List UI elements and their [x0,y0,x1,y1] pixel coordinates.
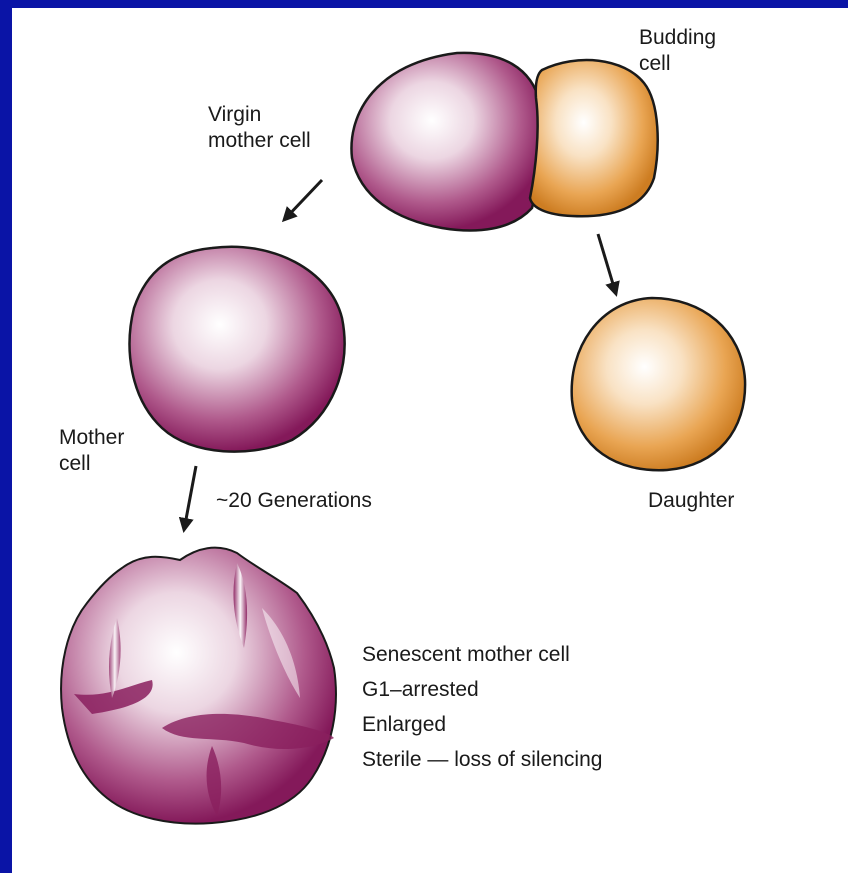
senescent-trait-item: Enlarged [362,707,602,742]
mother-cell-label: Mother cell [59,425,124,477]
arrow-to-daughter [598,234,616,294]
senescent-trait-item: Senescent mother cell [362,637,602,672]
daughter-cell [572,298,745,470]
budding-cell-label: Budding cell [639,25,716,77]
budding-cell-label-line-2: cell [639,51,716,77]
mother-cell-label-line-2: cell [59,451,124,477]
virgin-mother-cell-label-line-1: Virgin [208,102,311,128]
senescent-traits-list: Senescent mother cell G1–arrested Enlarg… [362,637,602,777]
budding-cell [530,60,658,216]
senescent-trait-item: Sterile — loss of silencing [362,742,602,777]
daughter-label: Daughter [648,488,734,514]
virgin-mother-cell-label-line-2: mother cell [208,128,311,154]
arrow-to-mother-cell [284,180,322,220]
arrow-to-senescent [184,466,196,530]
budding-cell-label-line-1: Budding [639,25,716,51]
mother-cell [130,247,345,452]
senescent-mother-cell [61,548,336,824]
mother-cell-label-line-1: Mother [59,425,124,451]
virgin-mother-cell-label: Virgin mother cell [208,102,311,154]
senescent-trait-item: G1–arrested [362,672,602,707]
virgin-mother-cell [351,53,542,231]
generations-label: ~20 Generations [216,488,372,514]
figure-panel: Budding cell Virgin mother cell Mother c… [12,8,848,873]
